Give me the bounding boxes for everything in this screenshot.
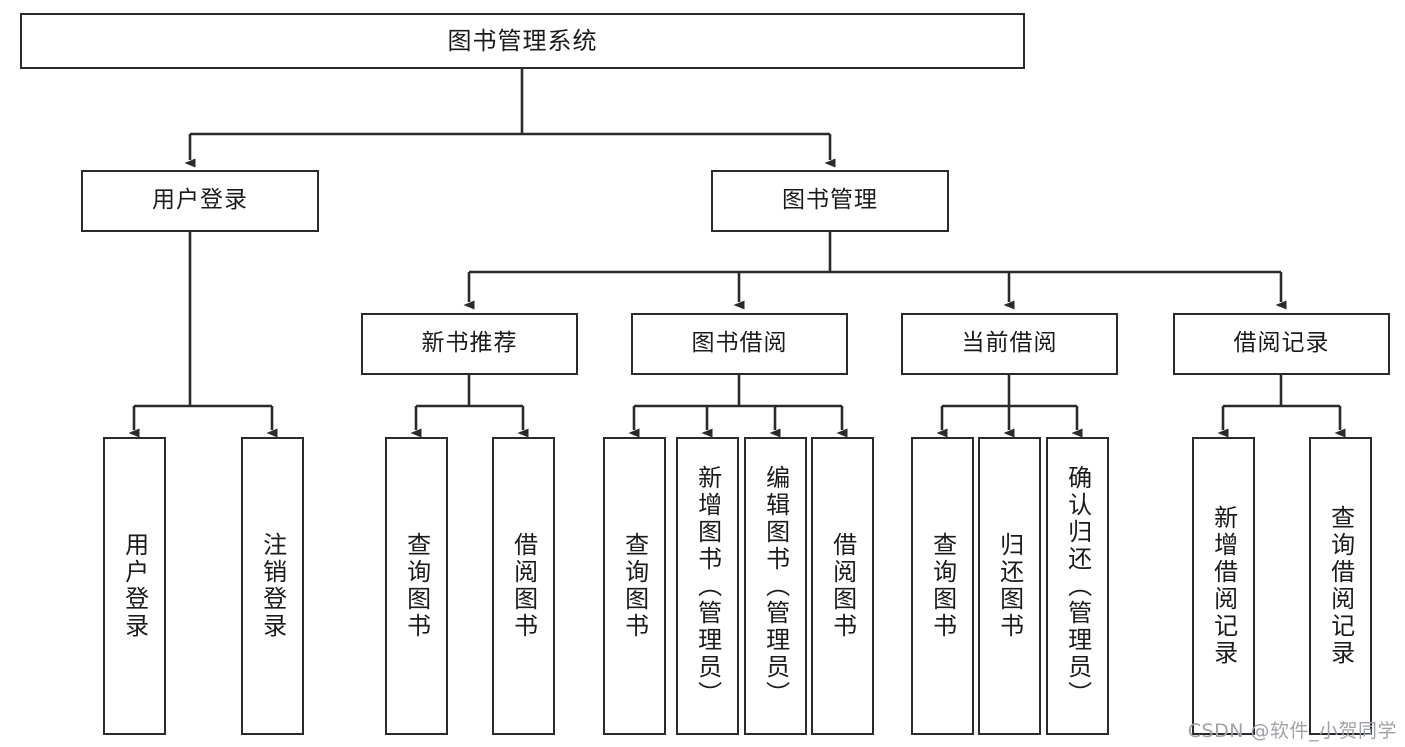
leaf-label: 借阅图书 (509, 532, 538, 640)
leaf-label: 确认归还（管理员） (1063, 464, 1092, 708)
leaf-edit-book[interactable]: 编辑图书（管理员） (744, 437, 807, 735)
node-user-login[interactable]: 用户登录 (81, 170, 319, 232)
leaf-user-login[interactable]: 用户登录 (103, 437, 166, 735)
leaf-confirm-return[interactable]: 确认归还（管理员） (1046, 437, 1109, 735)
leaf-label: 用户登录 (120, 532, 149, 640)
leaf-label: 编辑图书（管理员） (761, 464, 790, 708)
leaf-label: 查询图书 (928, 532, 957, 640)
leaf-query-record[interactable]: 查询借阅记录 (1309, 437, 1372, 735)
leaf-query-book-1[interactable]: 查询图书 (385, 437, 448, 735)
leaf-borrow-book-2[interactable]: 借阅图书 (811, 437, 874, 735)
leaf-label: 归还图书 (995, 532, 1024, 640)
node-book-manage[interactable]: 图书管理 (711, 170, 949, 232)
leaf-query-book-3[interactable]: 查询图书 (911, 437, 974, 735)
node-current-borrow[interactable]: 当前借阅 (901, 313, 1118, 375)
leaf-add-record[interactable]: 新增借阅记录 (1192, 437, 1255, 735)
leaf-label: 查询图书 (620, 532, 649, 640)
leaf-borrow-book-1[interactable]: 借阅图书 (492, 437, 555, 735)
leaf-query-book-2[interactable]: 查询图书 (603, 437, 666, 735)
node-new-book-recommend[interactable]: 新书推荐 (361, 313, 578, 375)
node-borrow-record[interactable]: 借阅记录 (1173, 313, 1390, 375)
leaf-label: 借阅图书 (828, 532, 857, 640)
leaf-label: 查询借阅记录 (1326, 505, 1355, 667)
leaf-return-book[interactable]: 归还图书 (978, 437, 1041, 735)
csdn-watermark: CSDN @软件_小贺同学 (1187, 720, 1397, 742)
leaf-label: 查询图书 (402, 532, 431, 640)
leaf-logout-login[interactable]: 注销登录 (241, 437, 304, 735)
leaf-label: 注销登录 (258, 532, 287, 640)
node-root[interactable]: 图书管理系统 (20, 13, 1025, 69)
leaf-label: 新增图书（管理员） (693, 464, 722, 708)
leaf-label: 新增借阅记录 (1209, 505, 1238, 667)
node-book-borrow[interactable]: 图书借阅 (631, 313, 848, 375)
leaf-add-book[interactable]: 新增图书（管理员） (676, 437, 739, 735)
